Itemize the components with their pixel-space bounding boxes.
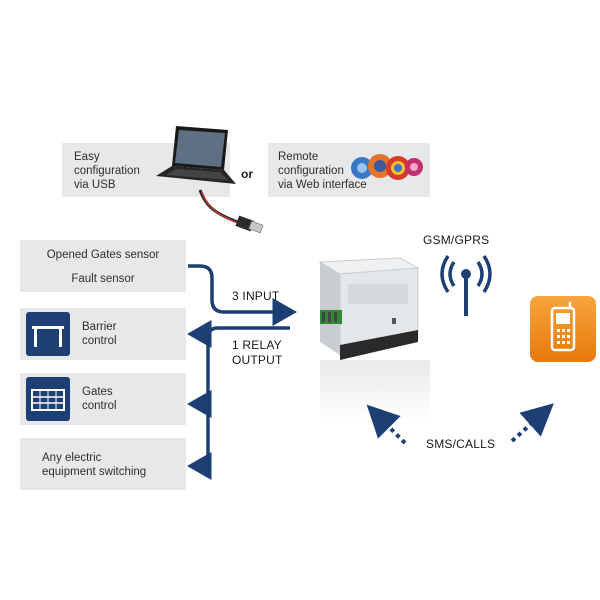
mobile-phone-icon <box>530 296 596 362</box>
laptop-icon <box>156 126 236 184</box>
opened-gates-sensor-label: Opened Gates sensor <box>46 249 160 261</box>
browser-icons <box>351 154 423 180</box>
gsm-module-device <box>318 257 420 360</box>
usb-config-line2: configuration <box>74 165 140 177</box>
equipment-switching-line1: Any electric <box>42 452 102 464</box>
barrier-icon <box>26 312 70 356</box>
equipment-switching-line2: equipment switching <box>42 466 147 478</box>
sensor-panel <box>20 240 186 292</box>
web-config-line1: Remote <box>278 151 319 163</box>
gsm-gprs-label: GSM/GPRS <box>423 233 490 247</box>
gates-control-line2: control <box>82 400 117 412</box>
usb-cable-icon <box>198 189 264 234</box>
usb-config-line1: Easy <box>74 151 100 163</box>
equipment-switching-panel <box>20 438 186 490</box>
input-count-label: 3 INPUT <box>232 289 280 303</box>
barrier-control-line2: control <box>82 335 117 347</box>
usb-config-line3: via USB <box>74 179 116 191</box>
gates-control-line1: Gates <box>82 386 113 398</box>
web-config-line2: configuration <box>278 165 344 177</box>
relay-output-line1: 1 RELAY <box>232 338 282 352</box>
antenna-icon <box>440 255 492 316</box>
barrier-control-line1: Barrier <box>82 321 117 333</box>
gate-icon <box>26 377 70 421</box>
or-label: or <box>241 167 253 181</box>
relay-output-line2: OUTPUT <box>232 353 283 367</box>
sms-calls-label: SMS/CALLS <box>426 437 496 451</box>
fault-sensor-label: Fault sensor <box>71 273 135 285</box>
web-config-line3: via Web interface <box>278 179 367 191</box>
